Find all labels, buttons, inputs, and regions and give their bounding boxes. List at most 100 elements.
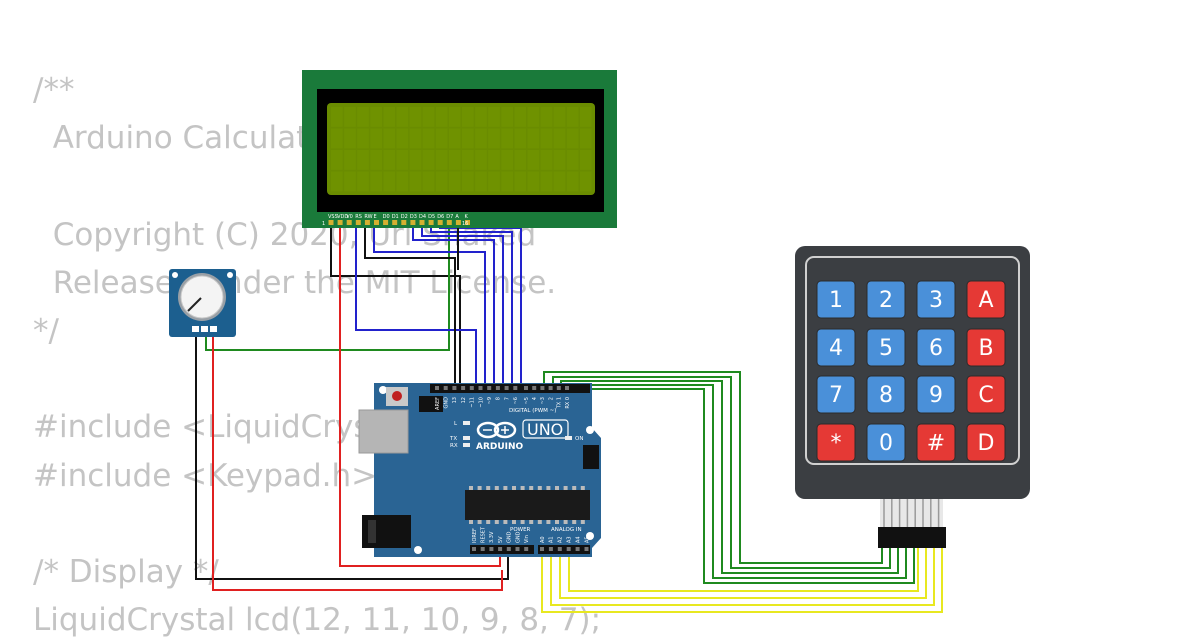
power-jack-inner	[368, 520, 376, 543]
wire-kp-1[interactable]	[543, 371, 883, 564]
power-pin	[524, 547, 529, 551]
lcd-pin-label: D4	[419, 214, 426, 220]
power-pin-label: IOREF	[472, 528, 478, 543]
chip-pin	[580, 486, 585, 490]
key-*[interactable]: *	[816, 423, 856, 462]
lcd-pin	[374, 220, 379, 225]
key-label: 0	[879, 431, 893, 456]
key-6[interactable]: 6	[916, 328, 956, 367]
wire-lcd-e-11[interactable]	[373, 222, 486, 390]
lcd-char-cell	[553, 128, 566, 149]
digital-pin	[461, 386, 466, 390]
key-4[interactable]: 4	[816, 328, 856, 367]
power-pin	[506, 547, 511, 551]
lcd-pin	[383, 220, 389, 225]
key-2[interactable]: 2	[866, 280, 906, 319]
key-5[interactable]: 5	[866, 328, 906, 367]
key-7[interactable]: 7	[816, 375, 856, 414]
key-0[interactable]: 0	[866, 423, 906, 462]
key-8[interactable]: 8	[866, 375, 906, 414]
wire-kp-a1[interactable]	[550, 548, 935, 606]
wire-kp-3[interactable]	[560, 380, 899, 574]
wire-lcd-vss-gnd[interactable]	[330, 222, 461, 390]
lcd-char-cell	[383, 107, 396, 127]
key-#[interactable]: #	[916, 423, 956, 462]
key-A[interactable]: A	[966, 280, 1006, 319]
wire-lcd-d4-10[interactable]	[412, 222, 495, 390]
reset-button[interactable]	[392, 391, 402, 401]
chip-pin	[503, 486, 508, 490]
lcd-char-grid	[331, 107, 592, 192]
lcd-char-cell	[370, 171, 382, 192]
digital-pin	[469, 386, 474, 390]
key-D[interactable]: D	[966, 423, 1006, 462]
key-C[interactable]: C	[966, 375, 1006, 414]
wire-pot-vcc[interactable]	[212, 331, 503, 591]
digital-pin	[478, 386, 483, 390]
wire-lcd-v0-pot[interactable]	[205, 222, 450, 351]
lcd-char-cell	[396, 171, 409, 192]
key-cap	[966, 375, 1006, 414]
digital-pin	[556, 386, 561, 390]
digital-pin-label: ~3	[540, 397, 546, 404]
wire-lcd-d6-8[interactable]	[430, 222, 513, 390]
lcd-pin	[401, 220, 407, 225]
wire-lcd-rs-12[interactable]	[355, 222, 477, 390]
analog-pin	[557, 547, 562, 551]
wire-kp-2[interactable]	[552, 376, 891, 569]
lcd-char-cell	[579, 128, 592, 149]
wire-lcd-vdd-5v[interactable]	[339, 222, 501, 567]
power-label: POWER	[510, 527, 531, 533]
wire-lcd-d7-7[interactable]	[439, 222, 522, 390]
lcd-char-cell	[448, 150, 461, 170]
lcd-char-cell	[344, 128, 356, 149]
lcd-char-cell	[448, 128, 461, 149]
key-1[interactable]: 1	[816, 280, 856, 319]
key-cap	[866, 423, 906, 462]
key-label: A	[978, 288, 993, 313]
wire-kp-a3[interactable]	[568, 548, 919, 592]
digital-pin	[487, 386, 492, 390]
lcd-char-cell	[370, 128, 382, 149]
key-B[interactable]: B	[966, 328, 1006, 367]
wire-lcd-d5-9[interactable]	[421, 222, 504, 390]
lcd-char-cell	[527, 171, 540, 192]
wire-kp-a2[interactable]	[559, 548, 927, 599]
wire-pot-gnd[interactable]	[195, 331, 509, 580]
digital-pin	[513, 386, 518, 390]
lcd-pin-label: RS	[355, 214, 362, 220]
lcd-char-cell	[553, 107, 566, 127]
analog-label: ANALOG IN	[551, 527, 582, 533]
lcd-char-cell	[462, 107, 474, 127]
lcd-pin-label: K	[465, 214, 469, 220]
chip-pin	[477, 520, 482, 524]
led-label-rx: RX	[450, 443, 458, 449]
key-label: C	[978, 383, 993, 408]
wire-kp-a0[interactable]	[541, 548, 943, 613]
digital-pin-label: RX 0	[565, 397, 571, 409]
chip-pin	[469, 520, 473, 524]
digital-pin-label: GND	[444, 397, 450, 409]
lcd-pin-label: D5	[428, 214, 435, 220]
power-pin-label: GND	[507, 531, 513, 543]
wire-lcd-rw-gnd[interactable]	[364, 222, 456, 390]
digital-pin	[504, 386, 509, 390]
digital-pin-label: ~6	[513, 397, 519, 404]
lcd-char-cell	[396, 128, 409, 149]
potentiometer[interactable]	[169, 269, 236, 337]
lcd-char-cell	[409, 107, 422, 127]
pot-knob[interactable]	[180, 275, 224, 319]
lcd-char-cell	[422, 150, 435, 170]
pot-knob-indicator	[187, 297, 202, 312]
analog-pin	[575, 547, 580, 551]
pot-pin	[201, 326, 208, 332]
keypad-connector	[878, 527, 946, 548]
key-9[interactable]: 9	[916, 375, 956, 414]
key-3[interactable]: 3	[916, 280, 956, 319]
lcd-char-cell	[462, 171, 474, 192]
